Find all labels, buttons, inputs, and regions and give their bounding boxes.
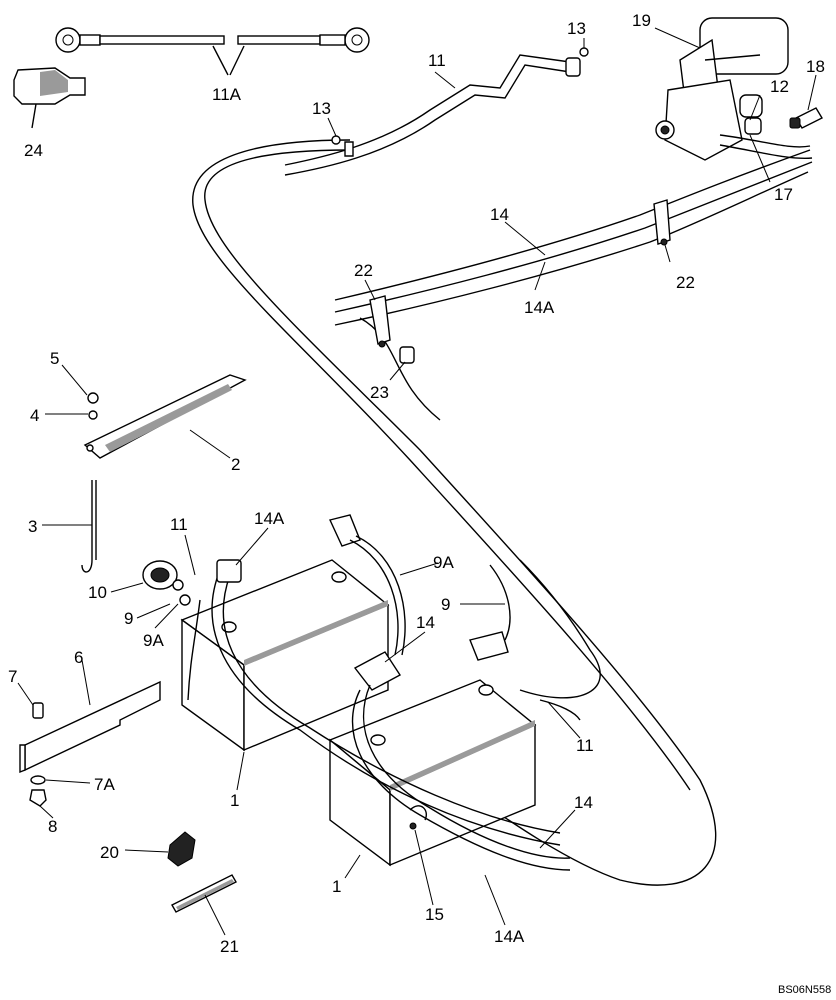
- cable-14-lower: [351, 651, 581, 871]
- cable-14-bundle: [334, 149, 813, 421]
- clip-15: [409, 805, 427, 830]
- callout-12: 12: [770, 77, 789, 96]
- bracket-2: [83, 374, 247, 459]
- callout-18: 18: [806, 57, 825, 76]
- callout-5: 5: [50, 349, 59, 368]
- leader-lines: [17, 27, 817, 936]
- callout-14A-switch: 14A: [254, 509, 285, 528]
- clamp-22b: [653, 199, 671, 246]
- callout-13-top: 13: [567, 19, 586, 38]
- battery-switch-10: [142, 560, 191, 606]
- callout-22-right: 22: [676, 273, 695, 292]
- strip-21: [171, 874, 237, 913]
- callout-4: 4: [30, 406, 39, 425]
- callout-9A-right: 9A: [433, 553, 454, 572]
- callout-8: 8: [48, 817, 57, 836]
- callout-15: 15: [425, 905, 444, 924]
- callout-7: 7: [8, 667, 17, 686]
- plate-6: [19, 680, 161, 774]
- battery-1-lower: [328, 679, 537, 867]
- cable-11-loop: [192, 139, 717, 886]
- callout-17: 17: [774, 185, 793, 204]
- callout-3: 3: [28, 517, 37, 536]
- callout-23: 23: [370, 383, 389, 402]
- cable-11-top: [284, 47, 589, 176]
- callout-11A: 11A: [212, 85, 242, 104]
- callout-11-switch: 11: [170, 515, 188, 534]
- cable-9A: [329, 514, 406, 656]
- terminal-boot-24: [13, 67, 86, 129]
- callout-24: 24: [24, 141, 43, 160]
- callout-14-bottom: 14: [574, 793, 593, 812]
- callout-6: 6: [74, 648, 83, 667]
- callout-11-bottom: 11: [576, 736, 594, 755]
- callout-21: 21: [220, 937, 239, 956]
- callout-14A-top: 14A: [524, 298, 555, 317]
- callout-9-right: 9: [441, 595, 450, 614]
- starter-fittings: [719, 107, 823, 160]
- callout-11-top: 11: [428, 51, 446, 70]
- callout-13-mid: 13: [312, 99, 331, 118]
- callout-22-left: 22: [354, 261, 373, 280]
- callout-14-mid: 14: [416, 613, 435, 632]
- connector-20: [167, 831, 196, 867]
- clamp-22a: [369, 295, 391, 348]
- cable-9: [469, 564, 511, 661]
- bolt-7: [32, 702, 44, 719]
- callout-9-left: 9: [124, 609, 133, 628]
- cable-11A: [55, 27, 370, 76]
- hardware-4-5: [87, 392, 99, 420]
- callout-2: 2: [231, 455, 240, 474]
- callout-1-upper: 1: [230, 791, 239, 810]
- cable-14A-battery: [187, 559, 561, 846]
- callout-14-top: 14: [490, 205, 509, 224]
- callout-9A-left: 9A: [143, 631, 164, 650]
- washer-7A: [30, 775, 46, 785]
- starter-motor-19: [655, 17, 789, 161]
- spacer-23: [399, 346, 415, 364]
- callout-14A-bottom: 14A: [494, 927, 525, 946]
- callout-20: 20: [100, 843, 119, 862]
- callout-1-lower: 1: [332, 877, 341, 896]
- callout-labels: 11A 24 11 13 13 19 12 18 17 14 22 22 14A…: [8, 11, 831, 996]
- hold-down-rod-3: [81, 480, 97, 573]
- battery-1-upper: [180, 559, 390, 752]
- nut-8: [29, 789, 47, 807]
- drawing-reference: BS06N558: [778, 984, 831, 996]
- callout-10: 10: [88, 583, 107, 602]
- callout-19: 19: [632, 11, 651, 30]
- callout-7A: 7A: [94, 775, 115, 794]
